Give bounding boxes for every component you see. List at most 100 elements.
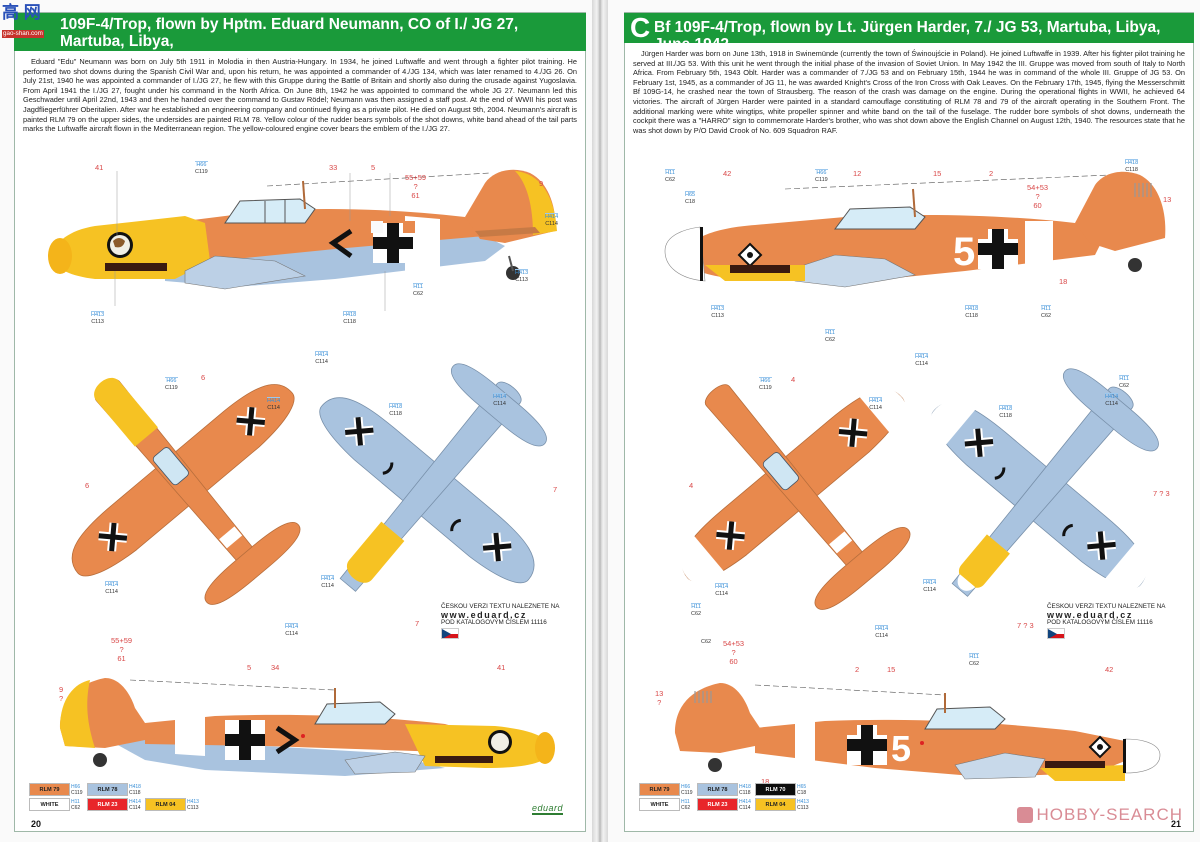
aircraft-underside-view — [930, 368, 1159, 597]
site-watermark-logo: 高 网 gao-shan.com — [2, 4, 54, 38]
page-20: 109F-4/Trop, flown by Hptm. Eduard Neuma… — [0, 0, 592, 842]
callout-7: 7 — [415, 619, 420, 628]
callout-7-3: 7 ? 3 — [1017, 621, 1034, 630]
svg-text:5: 5 — [891, 728, 911, 769]
svg-text:5: 5 — [953, 230, 975, 274]
callout-15: 15 — [887, 665, 896, 674]
callout-7: 7 — [553, 485, 558, 494]
aircraft-starboard-profile — [48, 169, 557, 311]
color-swatch-white: WHITE — [639, 798, 680, 811]
color-swatch-rlm04: RLM 04 — [755, 798, 796, 811]
callout-18: 18 — [1059, 277, 1068, 286]
color-swatch-rlm23: RLM 23 — [697, 798, 738, 811]
page-21: C Bf 109F-4/Trop, flown by Lt. Jürgen Ha… — [608, 0, 1200, 842]
aircraft-top-view — [680, 380, 911, 610]
color-swatch-rlm04: RLM 04 — [145, 798, 186, 811]
czech-note-line: ČESKOU VERZI TEXTU NALEZNETE NA — [441, 603, 560, 610]
eduard-logo: eduard — [531, 803, 563, 815]
callout-6: 6 — [201, 373, 206, 382]
callout-34: 34 — [271, 663, 280, 672]
callout-6: 6 — [85, 481, 90, 490]
title-line-2: ember 1941 — [60, 50, 146, 67]
page-frame: 109F-4/Trop, flown by Hptm. Eduard Neuma… — [14, 12, 586, 832]
hobby-search-logo-icon — [1016, 807, 1033, 823]
callout-5: 5 — [371, 163, 376, 172]
book-gutter — [592, 0, 608, 842]
callout-2: 2 — [989, 169, 994, 178]
color-swatch-rlm78: RLM 78 — [697, 783, 738, 796]
color-swatch-rlm23: RLM 23 — [87, 798, 128, 811]
aircraft-starboard-profile: 5 — [664, 171, 1166, 288]
czech-version-note: ČESKOU VERZI TEXTU NALEZNETE NA www.edua… — [1047, 603, 1166, 639]
callout-7-3: 7 ? 3 — [1153, 489, 1170, 498]
color-swatch-rlm78: RLM 78 — [87, 783, 128, 796]
callout-54-53-60: 54+53 ? 60 — [723, 639, 745, 666]
callout-54-53-60: 54+53 ? 60 — [1027, 183, 1049, 210]
czech-version-note: ČESKOU VERZI TEXTU NALEZNETE NA www.edua… — [441, 603, 560, 639]
color-swatch-rlm79: RLM 79 — [639, 783, 680, 796]
eduard-url-link[interactable]: www.eduard.cz — [1047, 609, 1133, 620]
watermark-characters: 高 网 — [2, 3, 41, 22]
callout-5: 5 — [247, 663, 252, 672]
callout-42: 42 — [1105, 665, 1114, 674]
callout-18: 18 — [761, 777, 770, 786]
czech-note-line: ČESKOU VERZI TEXTU NALEZNETE NA — [1047, 603, 1166, 610]
paint-code: C62 — [701, 639, 712, 645]
color-swatch-rlm70: RLM 70 — [755, 783, 796, 796]
callout-41: 41 — [95, 163, 104, 172]
page-title: 109F-4/Trop, flown by Hptm. Eduard Neuma… — [14, 13, 586, 67]
aircraft-port-profile: 5 — [675, 683, 1161, 781]
title-line-1: 109F-4/Trop, flown by Hptm. Eduard Neuma… — [60, 16, 519, 50]
czech-flag-icon — [441, 628, 459, 639]
callout-4: 4 — [689, 481, 694, 490]
callout-13: 13 ? — [655, 689, 664, 707]
callout-55-59-61: 55+59 ? 61 — [111, 636, 133, 663]
page-number: 21 — [1170, 819, 1181, 829]
page-frame: C Bf 109F-4/Trop, flown by Lt. Jürgen Ha… — [624, 12, 1194, 832]
pilot-biography: Jürgen Harder was born on June 13th, 191… — [633, 49, 1185, 135]
callout-42: 42 — [723, 169, 732, 178]
aircraft-port-profile — [60, 678, 555, 776]
callout-33: 33 — [329, 163, 338, 172]
eduard-url-link[interactable]: www.eduard.cz — [441, 609, 527, 620]
page-title: C Bf 109F-4/Trop, flown by Lt. Jürgen Ha… — [624, 13, 1194, 53]
watermark-text: HOBBY-SEARCH — [1036, 805, 1183, 824]
page-number: 20 — [31, 819, 42, 829]
